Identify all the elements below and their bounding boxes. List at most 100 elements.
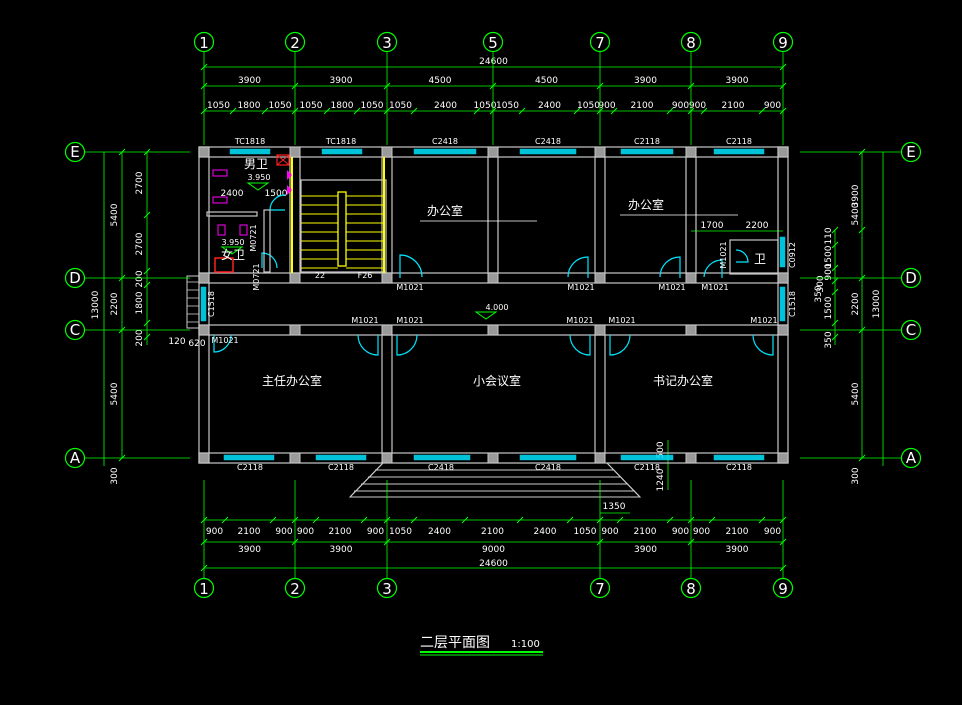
- toilet-fixture: [217, 224, 226, 236]
- structural-column: [487, 146, 499, 158]
- axis-bubble-bottom-7: [589, 577, 611, 599]
- axis-bubble-left-A: [64, 447, 86, 469]
- dim-top-bay: 4500: [535, 76, 558, 86]
- axis-bubble-bottom-1: [193, 577, 215, 599]
- window-north: [229, 148, 271, 155]
- dim-left-bay: 2200: [110, 292, 120, 315]
- door-swing-secretary: [609, 334, 631, 356]
- structural-column: [594, 272, 606, 284]
- structural-column: [685, 146, 697, 158]
- door-swing-wc: [735, 249, 749, 263]
- window-north: [321, 148, 363, 155]
- dim-left-detail: 200: [135, 270, 145, 287]
- dim-top-detail: 1800: [238, 101, 261, 111]
- wall-layer: [186, 146, 789, 498]
- wall-partition-north: [594, 156, 606, 274]
- dim-top-bay: 3900: [330, 76, 353, 86]
- structural-column: [777, 452, 789, 464]
- axis-label-left-C: C: [70, 321, 80, 339]
- door-tag: M1021: [608, 316, 635, 325]
- dim-tick: [229, 107, 237, 115]
- dim-bottom-detail: 900: [206, 527, 223, 537]
- dim-bottom-detail: 2100: [634, 527, 657, 537]
- dim-tick: [858, 226, 866, 234]
- structural-column: [594, 324, 606, 336]
- structural-column: [381, 324, 393, 336]
- wall-partition-south: [594, 334, 606, 454]
- dim-tick: [143, 211, 151, 219]
- dim-tick: [360, 516, 368, 524]
- room-label-meeting-room: 小会议室: [473, 373, 521, 388]
- dim-bottom-detail: 2400: [534, 527, 557, 537]
- dim-tick: [831, 333, 839, 341]
- axis-bubble-top-1: [193, 31, 215, 53]
- dim-bottom-bay: 3900: [726, 545, 749, 555]
- dim-misc-1500: 1500: [265, 189, 288, 199]
- dim-bottom-detail: 900: [601, 527, 618, 537]
- axis-bubble-top-9: [772, 31, 794, 53]
- dim-tick: [410, 516, 418, 524]
- room-label-secretary-office: 书记办公室: [653, 373, 713, 388]
- elevation-triangle: [220, 246, 244, 255]
- dim-left-bay: 5400: [110, 203, 120, 226]
- structural-column: [381, 272, 393, 284]
- dim-misc-2200: 2200: [746, 221, 769, 231]
- dim-bottom-detail: 1050: [574, 527, 597, 537]
- dim-tick: [473, 107, 481, 115]
- structural-column: [198, 272, 210, 284]
- axis-label-top-8: 8: [686, 34, 696, 52]
- dim-top-detail: 2400: [538, 101, 561, 111]
- dim-tick: [143, 267, 151, 275]
- entry-step-diag: [606, 462, 641, 498]
- door-tag: M0721: [249, 224, 258, 251]
- dim-bottom-detail: 900: [275, 527, 292, 537]
- door-swing-meeting-w: [357, 334, 379, 356]
- axis-label-top-9: 9: [778, 34, 788, 52]
- dim-top-detail: 1050: [474, 101, 497, 111]
- dim-left-total: 13000: [91, 290, 101, 319]
- door-swing-office4: [703, 259, 723, 278]
- axis-label-right-C: C: [906, 321, 916, 339]
- dim-tick: [666, 107, 674, 115]
- drawing-title: 二层平面图: [420, 635, 490, 651]
- door-swing-womens: [261, 252, 278, 269]
- stairwell-outline: [300, 179, 387, 273]
- dim-top-detail: 1050: [269, 101, 292, 111]
- window-south: [413, 454, 471, 461]
- room-label-mens-wc: 男卫: [244, 157, 268, 171]
- stair-handrail: [337, 191, 347, 267]
- window-tag-bottom: C2118: [726, 463, 752, 472]
- fixture-red-womens: [214, 257, 234, 273]
- elevation-mens: 3.950: [248, 173, 271, 182]
- dim-right-bay: 5400: [851, 202, 861, 225]
- dim-bottom-detail: 900: [672, 527, 689, 537]
- window-tag-east: C1518: [788, 291, 797, 317]
- axis-bubble-bottom-3: [376, 577, 398, 599]
- room-label-wc: 卫: [754, 252, 766, 266]
- elevation-triangle: [246, 182, 270, 191]
- stair-label-22: 22: [315, 271, 325, 280]
- dim-top-detail: 1050: [361, 101, 384, 111]
- dim-top-detail: 900: [764, 101, 781, 111]
- axis-label-top-1: 1: [199, 34, 209, 52]
- dim-tick: [566, 516, 574, 524]
- door-tag: M1021: [211, 336, 238, 345]
- dim-misc-1240: 1240: [656, 468, 666, 491]
- dim-misc-1700: 1700: [701, 221, 724, 231]
- dim-tick: [516, 516, 524, 524]
- axis-bubble-right-A: [900, 447, 922, 469]
- window-south: [315, 454, 367, 461]
- dim-tick: [323, 107, 331, 115]
- dim-tick: [700, 107, 708, 115]
- dim-right-total: 13000: [872, 289, 882, 318]
- structural-column: [777, 272, 789, 284]
- dim-right-detail: 900: [824, 263, 834, 280]
- dim-tick: [269, 516, 277, 524]
- structural-column: [289, 146, 301, 158]
- elevation-triangle: [474, 311, 498, 320]
- dim-top-bay: 4500: [429, 76, 452, 86]
- dim-tick: [410, 107, 418, 115]
- door-tag: M1021: [396, 316, 423, 325]
- dim-bottom-detail: 1050: [389, 527, 412, 537]
